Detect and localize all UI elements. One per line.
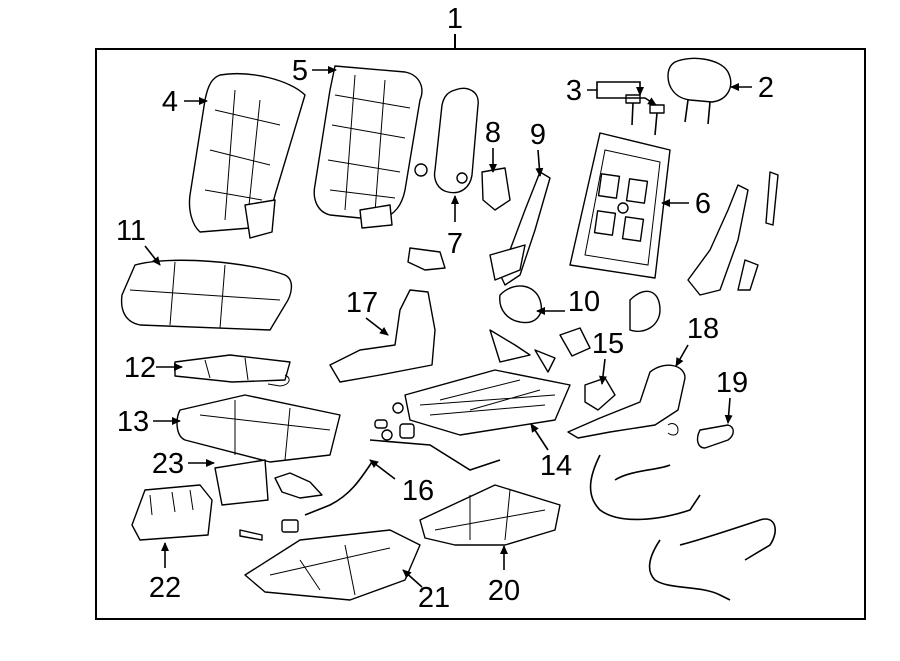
callout-21: 21 <box>402 569 450 614</box>
clip-small-part <box>281 519 299 533</box>
side-shield-part <box>567 364 686 439</box>
callout-13: 13 <box>117 406 181 438</box>
callout-label: 12 <box>124 352 156 384</box>
heater-pad-part <box>174 354 291 387</box>
callout-label: 5 <box>292 55 308 87</box>
callout-4: 4 <box>162 86 208 118</box>
callout-label: 22 <box>149 572 181 604</box>
callout-label: 19 <box>716 367 748 399</box>
callout-9: 9 <box>530 119 546 177</box>
callout-label: 4 <box>162 86 178 118</box>
wire-harness-branch-part <box>614 464 671 481</box>
cushion-cover-part <box>120 259 293 331</box>
actuator-part <box>274 472 323 499</box>
callout-label: 16 <box>402 475 434 507</box>
callout-5: 5 <box>292 55 337 87</box>
recliner-right-part <box>687 184 749 296</box>
seatback-cover-part <box>188 73 306 239</box>
callout-23: 23 <box>152 448 215 480</box>
callout-17: 17 <box>346 287 389 336</box>
callout-label: 13 <box>117 406 149 438</box>
callout-label: 17 <box>346 287 378 319</box>
seatback-pad-part <box>313 65 423 229</box>
callout-label: 23 <box>152 448 184 480</box>
callout-label: 18 <box>687 313 719 345</box>
callout-label: 8 <box>485 117 501 149</box>
link-small-part <box>534 349 556 373</box>
callout-label: 14 <box>540 450 572 482</box>
callout-19: 19 <box>716 367 748 424</box>
foam-block-part <box>131 484 213 541</box>
callout-22: 22 <box>149 542 181 604</box>
pivot-bracket-upper-part <box>559 327 591 357</box>
callout-12: 12 <box>124 352 183 384</box>
pivot-bracket-part <box>584 377 616 411</box>
callout-label: 6 <box>695 188 711 220</box>
callout-label: 15 <box>592 328 624 360</box>
callout-label: 9 <box>530 119 546 151</box>
link-part <box>489 329 531 363</box>
callout-10: 10 <box>536 286 600 318</box>
diagram-frame <box>95 48 866 620</box>
cushion-frame-part <box>374 369 571 441</box>
side-panel-part <box>329 289 436 383</box>
under-tray-part <box>419 484 561 546</box>
callout-label: 20 <box>488 575 520 607</box>
hinge-plate-part <box>489 244 526 281</box>
wire-harness-main-part <box>648 518 776 601</box>
grommet-part <box>414 163 428 177</box>
callout-11: 11 <box>116 215 161 266</box>
callout-label: 7 <box>447 228 463 260</box>
hinge-cover-part <box>499 285 542 324</box>
main-label: 1 <box>447 3 463 35</box>
callout-18: 18 <box>675 313 719 367</box>
callout-8: 8 <box>485 117 501 173</box>
headrest-part <box>667 57 732 125</box>
cushion-base-part <box>244 529 421 601</box>
callout-2: 2 <box>730 72 774 104</box>
seatback-frame-part <box>569 132 671 279</box>
bracket-part <box>481 167 511 211</box>
clip-part <box>667 423 679 436</box>
callout-3: 3 <box>566 75 657 107</box>
recliner-bracket-part <box>737 259 759 291</box>
callout-label: 11 <box>116 215 146 247</box>
callout-14: 14 <box>530 423 572 482</box>
latch-part <box>407 247 446 271</box>
callout-label: 21 <box>418 582 450 614</box>
pin-part <box>239 529 263 541</box>
cushion-pad-part <box>176 394 341 463</box>
callout-20: 20 <box>488 545 520 607</box>
wire-harness-part <box>589 454 701 521</box>
control-module-part <box>214 459 269 506</box>
release-cable-lower-part <box>304 461 373 516</box>
release-cable-part <box>369 439 501 471</box>
release-handle-part <box>696 424 734 449</box>
trim-strip-part <box>765 171 779 226</box>
callout-6: 6 <box>661 188 711 220</box>
hinge-cover-right-part <box>629 290 661 332</box>
callout-15: 15 <box>592 328 624 385</box>
callout-label: 10 <box>568 286 600 318</box>
armrest-part <box>433 87 479 194</box>
callout-16: 16 <box>369 459 434 507</box>
callout-7: 7 <box>447 195 463 260</box>
callout-label: 2 <box>758 72 774 104</box>
callout-label: 3 <box>566 75 582 107</box>
headrest-guide-part <box>625 94 665 136</box>
